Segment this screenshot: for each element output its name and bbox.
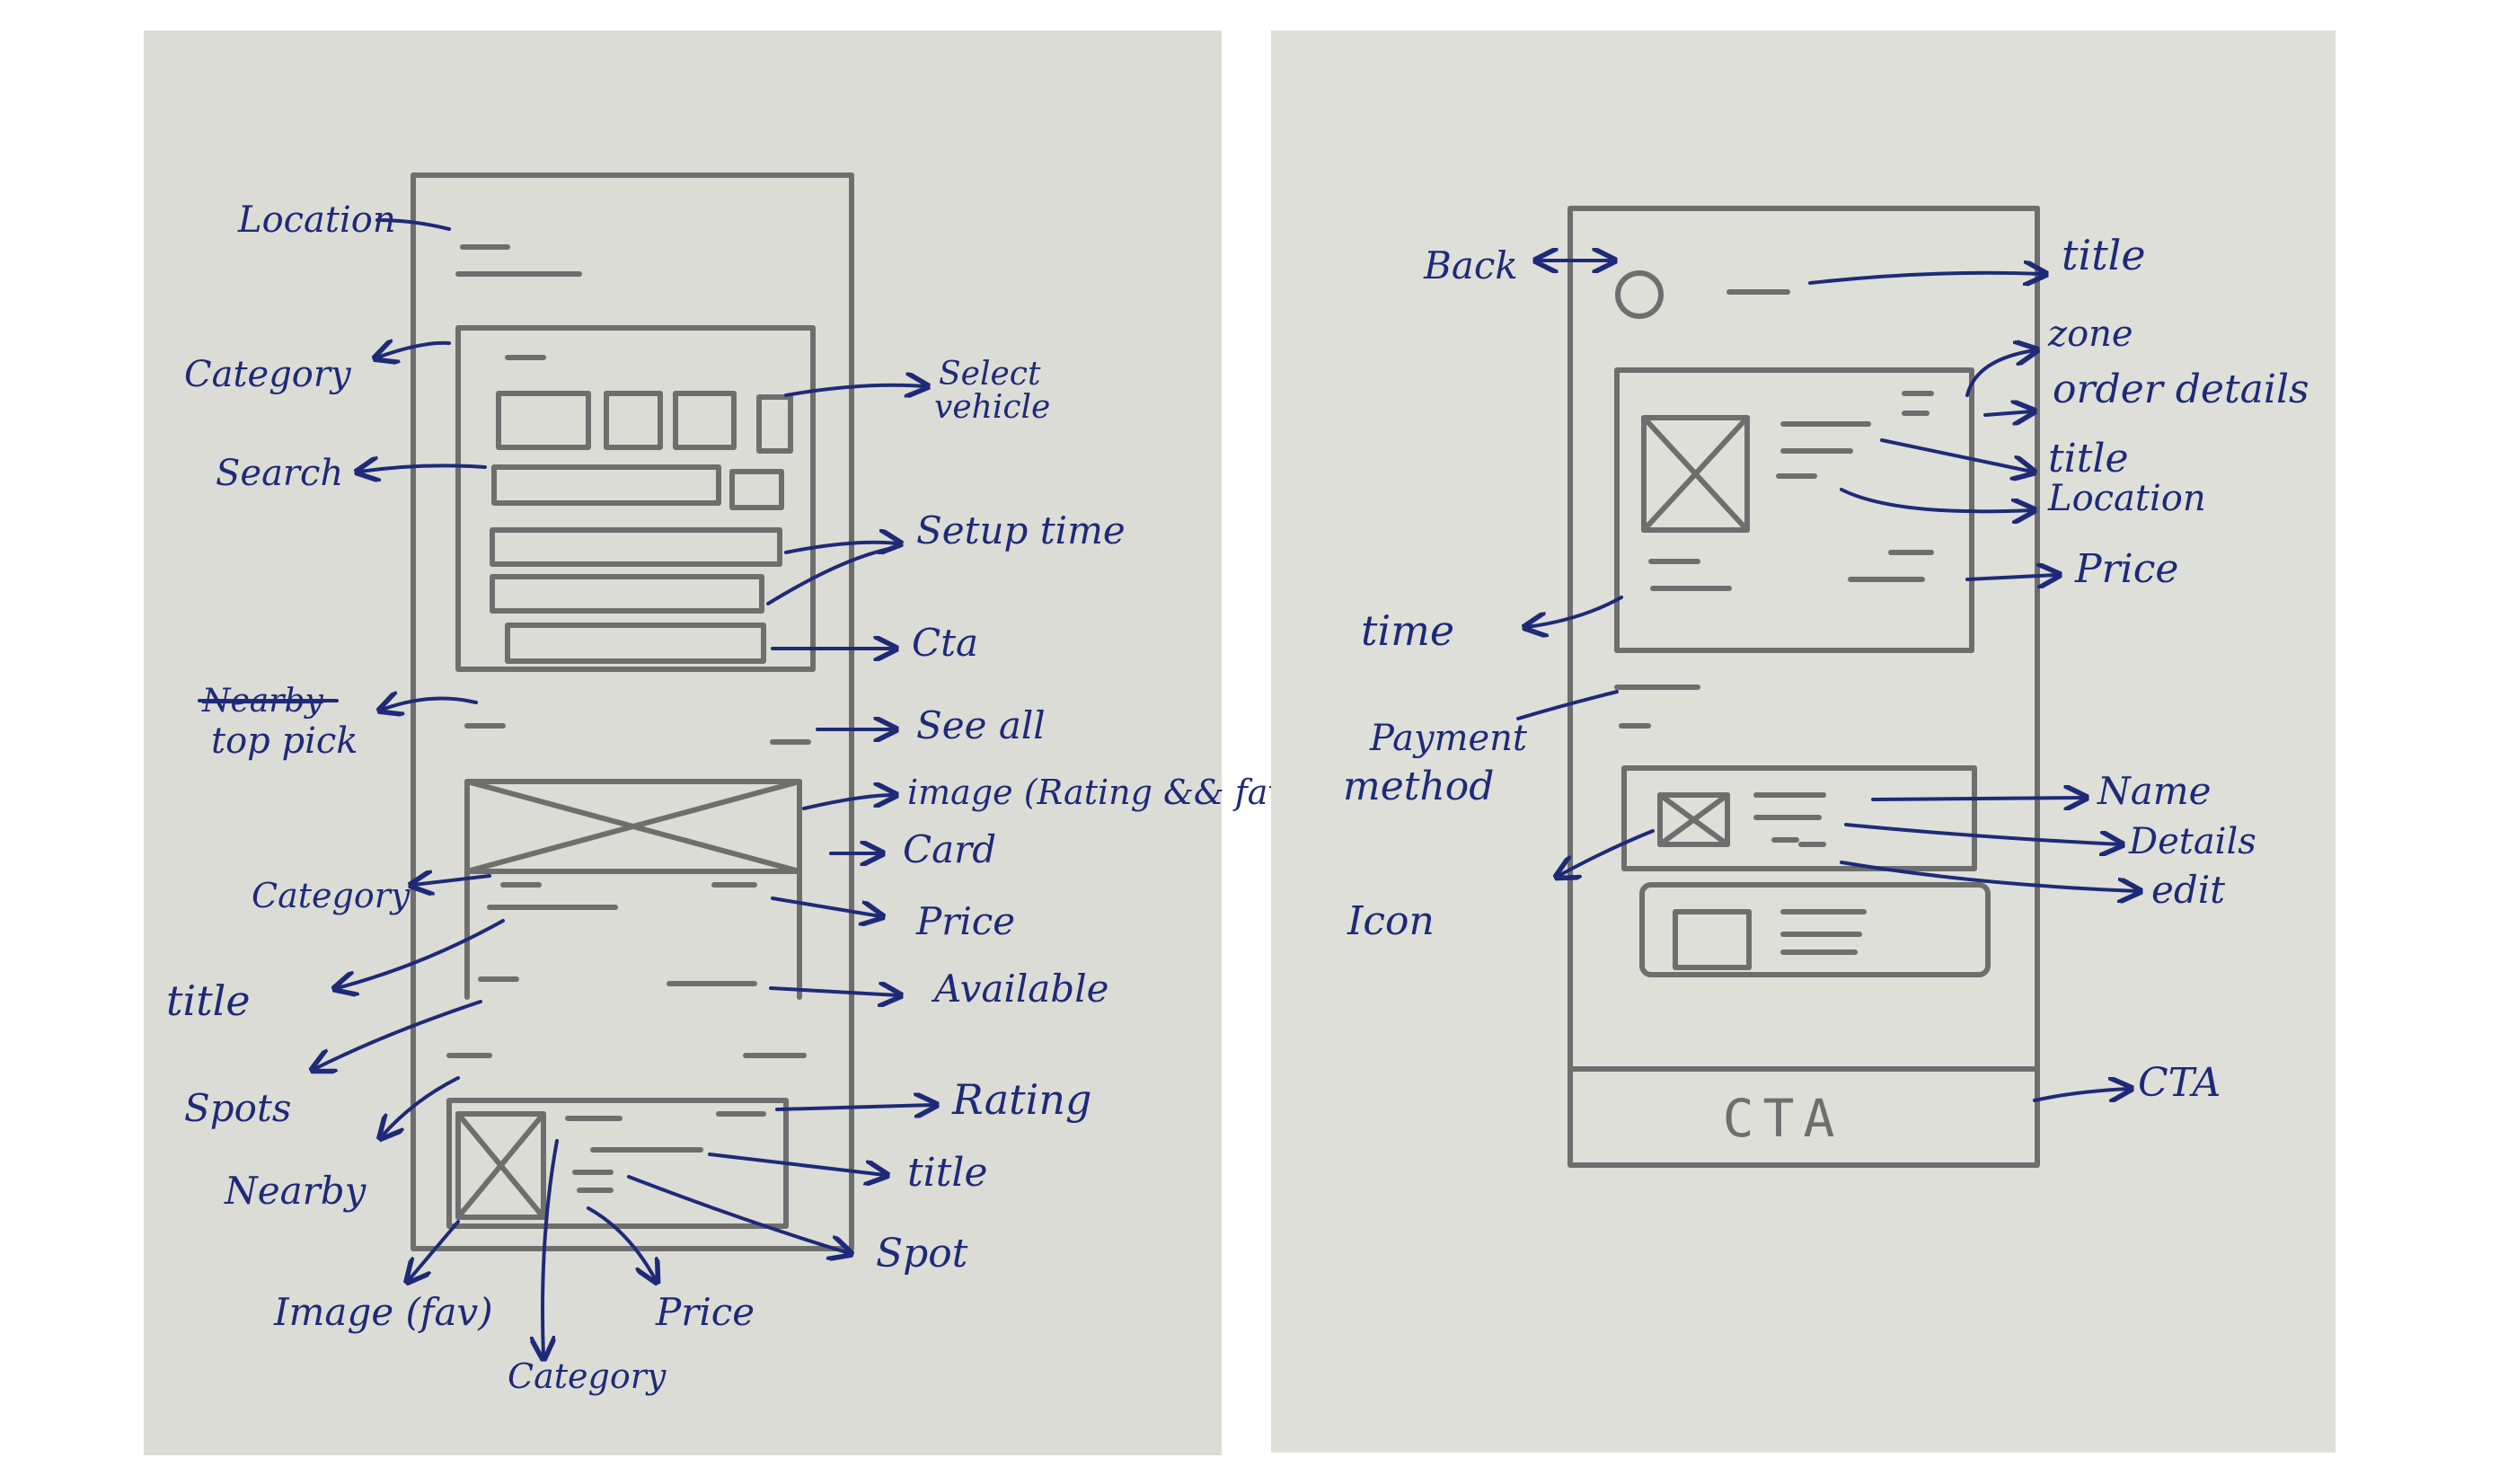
label-cta: Cta [912,621,978,665]
label-payment: Payment [1369,718,1528,759]
label-available: Available [931,967,1108,1011]
right-phone-frame [1568,206,2040,1168]
label-nearby: Nearby [224,1169,367,1213]
right-sketch-sheet: CTA Back title zone order details title … [1271,31,2336,1453]
search-bar [491,464,721,506]
label-icon: Icon [1347,898,1435,944]
label-back: Back [1423,243,1518,287]
label-rating: Rating [951,1075,1091,1124]
cta-field [505,623,766,664]
vehicle-option-4 [756,394,793,454]
left-phone-frame [411,172,854,1251]
time-field-1 [490,527,782,567]
search-card [455,325,816,672]
cta-button-text: CTA [1723,1088,1844,1149]
label-cta-side: CTA [2138,1060,2221,1106]
label-time: time [1361,606,1454,655]
label-select: Select [939,356,1041,393]
label-details: Details [2128,821,2256,862]
payment-icon-2 [1673,909,1752,970]
nearby-card-image [455,1111,546,1220]
back-circle [1615,270,1664,319]
label-top-pick: top pick [211,720,358,762]
label-title-card: title [2048,436,2129,481]
vehicle-option-3 [673,391,737,450]
label-category-mid: Category [252,876,411,915]
label-order-details: order details [2053,367,2309,412]
label-title-bottom: title [907,1150,988,1196]
label-see-all: See all [916,703,1046,747]
label-spot: Spot [876,1231,968,1276]
label-category-bottom: Category [508,1356,667,1396]
label-price-bottom: Price [655,1290,755,1334]
payment-card-2 [1639,882,1991,977]
payment-card-1 [1621,765,1977,871]
label-method: method [1343,764,1494,809]
label-edit: edit [2151,868,2225,912]
label-image-fav: Image (fav) [273,1290,493,1334]
right-paper [1271,31,2336,1453]
label-price-mid: Price [915,899,1015,943]
label-image-rating-fav: image (Rating && fav) [907,773,1301,812]
label-vehicle: vehicle [934,389,1050,426]
left-paper [144,31,1222,1455]
label-setup-time: Setup time [916,508,1126,552]
label-name: Name [2097,769,2211,813]
search-filter [729,469,784,510]
order-image [1641,415,1750,533]
vehicle-option-1 [496,391,591,450]
payment-icon-1 [1657,792,1730,847]
label-price: Price [2074,546,2178,592]
label-search: Search [216,453,343,494]
label-spots: Spots [184,1086,291,1130]
label-location: Location [237,199,396,241]
label-zone: zone [2047,314,2133,355]
label-card: Card [903,827,996,871]
label-location: Location [2047,478,2206,519]
label-title-mid: title [166,976,251,1025]
label-title-top: title [2062,231,2146,279]
label-category-top: Category [184,354,352,395]
vehicle-option-2 [604,391,663,450]
left-sketch-sheet: Location Category Select vehicle Search … [144,31,1301,1455]
time-field-2 [490,574,764,614]
